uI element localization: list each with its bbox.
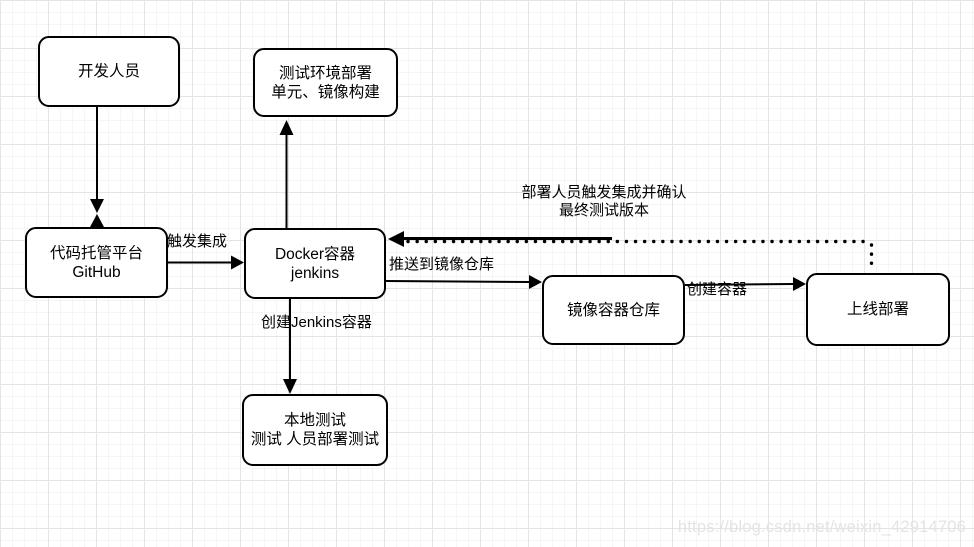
edge-label-deployer-confirm-line2: 最终测试版本: [558, 202, 649, 219]
node-online-deploy-label: 上线部署: [846, 301, 909, 318]
node-test-env-deploy-label-line2: 单元、镜像构建: [271, 83, 380, 101]
arrowhead-github-to-docker: [231, 255, 244, 270]
node-code-hosting-github-label-line1: 代码托管平台: [49, 244, 143, 262]
arrowhead-docker-to-registry: [529, 275, 542, 289]
node-docker-jenkins: Docker容器 jenkins: [244, 228, 386, 299]
arrowhead-registry-to-deploy: [793, 277, 806, 291]
node-local-test: 本地测试 测试 人员部署测试: [242, 394, 388, 466]
node-code-hosting-github: 代码托管平台 GitHub: [25, 227, 168, 298]
edge-label-deployer-confirm: 部署人员触发集成并确认 最终测试版本: [498, 184, 710, 220]
node-code-hosting-github-label-line2: GitHub: [72, 263, 121, 281]
watermark-url: https://blog.csdn.net/weixin_42914706: [677, 518, 966, 536]
node-image-registry-label: 镜像容器仓库: [566, 301, 660, 319]
node-docker-jenkins-label-line1: Docker容器: [274, 245, 356, 263]
edge-label-create-container: 创建容器: [687, 281, 748, 298]
edge-docker-to-registry: [385, 280, 530, 283]
node-local-test-label-line1: 本地测试: [283, 412, 346, 429]
arrowhead-developer-to-github-upper: [90, 199, 104, 213]
arrowhead-docker-to-testenv: [279, 120, 294, 135]
node-test-env-deploy: 测试环境部署 单元、镜像构建: [253, 48, 398, 117]
edge-label-push-to-registry: 推送到镜像仓库: [389, 256, 495, 273]
node-docker-jenkins-label-line2: jenkins: [290, 264, 340, 282]
edge-label-deployer-confirm-line1: 部署人员触发集成并确认: [521, 184, 687, 201]
node-local-test-label-line2: 测试 人员部署测试: [250, 431, 380, 448]
node-developer: 开发人员: [38, 36, 180, 107]
node-developer-label: 开发人员: [77, 63, 140, 80]
node-test-env-deploy-label-line1: 测试环境部署: [278, 64, 372, 82]
arrowhead-deploy-to-docker: [388, 231, 404, 247]
edge-label-create-jenkins-container: 创建Jenkins容器: [261, 314, 372, 331]
arrowhead-developer-to-github-lower: [89, 214, 105, 228]
arrowhead-docker-to-localtest: [283, 379, 297, 394]
edge-label-trigger-integration: 触发集成: [167, 233, 228, 250]
node-image-registry: 镜像容器仓库: [542, 275, 685, 345]
node-online-deploy: 上线部署: [806, 273, 950, 346]
